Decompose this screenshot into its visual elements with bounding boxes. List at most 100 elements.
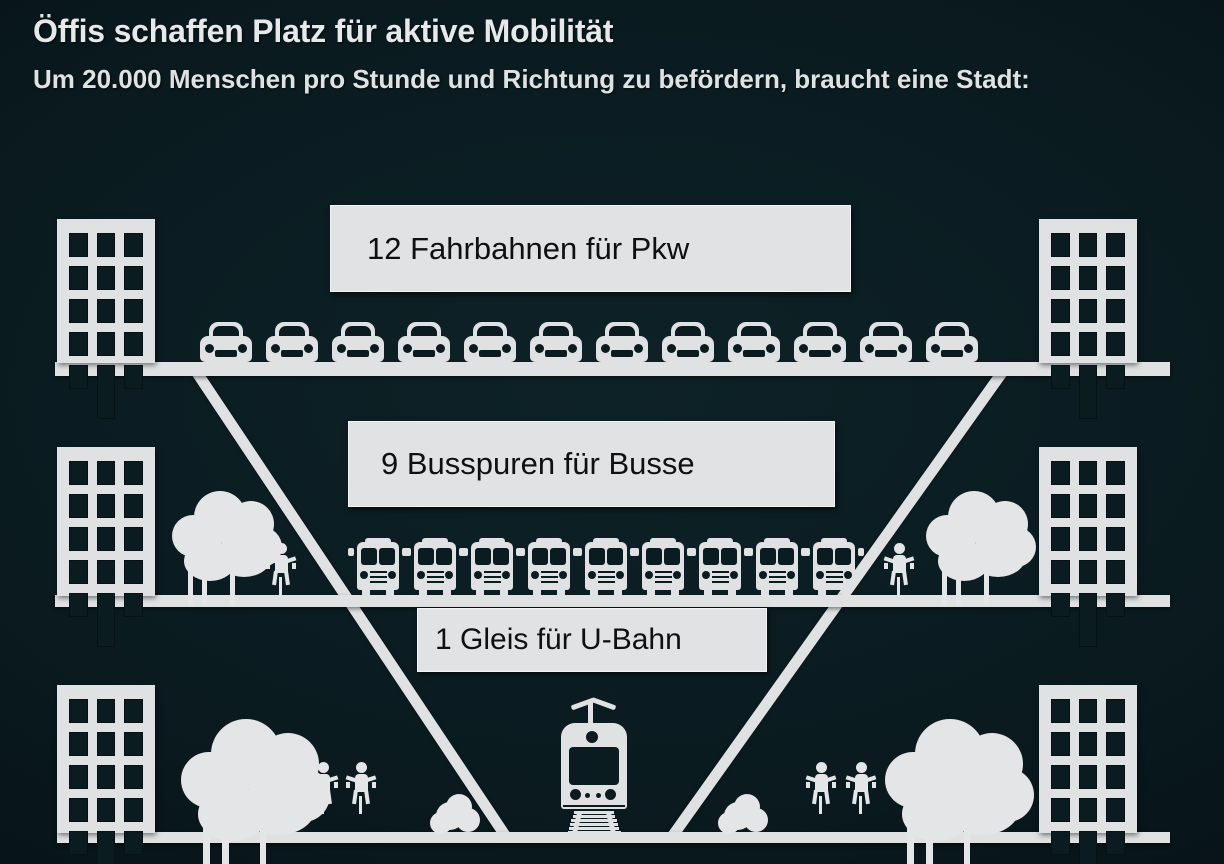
bus-grille-bar — [370, 571, 387, 573]
bus-grille-bar — [484, 571, 501, 573]
building-window — [96, 527, 116, 551]
bus-front-icon — [405, 538, 465, 596]
building-window — [69, 732, 88, 756]
car-front-icon — [860, 322, 912, 362]
building-window — [69, 527, 88, 551]
bus-wheel-right — [557, 590, 565, 596]
rail-tie — [571, 819, 617, 822]
bus-windshield-right — [436, 548, 452, 565]
building-window — [1051, 732, 1070, 756]
building-window — [124, 831, 143, 855]
bus-mirror-left — [633, 548, 639, 556]
building-window — [1078, 765, 1098, 789]
handlebar-right — [832, 782, 836, 788]
cyclist-icon — [307, 762, 339, 814]
bus-windshield-left — [475, 548, 491, 565]
tree-canopy-blob — [944, 778, 1021, 836]
building-window — [69, 831, 88, 855]
building-mid-right — [1039, 447, 1137, 647]
bus-grille-bar — [427, 581, 444, 583]
bus-wheel-left — [590, 590, 598, 596]
building-window — [124, 494, 143, 518]
bus-headlight-left — [474, 571, 482, 579]
car-headlight-right — [370, 344, 379, 353]
building-window — [96, 494, 116, 518]
building-window — [1106, 365, 1125, 389]
bus-windshield-right — [835, 548, 851, 565]
bus-wheel-left — [761, 590, 769, 596]
bus-headlight-right — [445, 571, 453, 579]
bus-grille-bar — [541, 581, 558, 583]
handlebar-right — [910, 563, 914, 569]
tram-indicator-left — [585, 793, 590, 798]
building-window — [1078, 560, 1098, 584]
car-headlight-left — [403, 344, 412, 353]
bus-grille-bar — [427, 576, 444, 578]
bus-grille-bar — [370, 581, 387, 583]
car-headlight-left — [601, 344, 610, 353]
building-window — [124, 765, 143, 789]
pantograph-right-arm — [591, 697, 617, 711]
building-window — [1106, 699, 1125, 723]
bus-wheel-left — [362, 590, 370, 596]
building-window — [124, 461, 143, 485]
bus-windshield-left — [418, 548, 434, 565]
building-window — [1051, 560, 1070, 584]
building-window — [1078, 461, 1098, 485]
bus-headlight-right — [673, 571, 681, 579]
building-window — [124, 798, 143, 822]
bus-headlight-left — [702, 571, 710, 579]
tree-trunk — [963, 795, 971, 864]
car-front-icon — [794, 322, 846, 362]
rail-tie — [568, 827, 620, 830]
bush-blob — [718, 812, 740, 834]
page-title: Öffis schaffen Platz für aktive Mobilitä… — [33, 13, 614, 49]
bus-mirror-left — [348, 548, 354, 556]
bicycle-wheel — [279, 577, 282, 595]
building-window — [124, 527, 143, 551]
tree-trunk — [203, 808, 210, 864]
bush-blob — [430, 812, 452, 834]
building-window — [124, 299, 143, 323]
building-window — [1106, 593, 1125, 617]
building-window — [69, 332, 88, 356]
building-window — [1106, 299, 1125, 323]
tree-trunk — [259, 795, 267, 864]
building-window — [1051, 494, 1070, 518]
bus-headlight-right — [559, 571, 567, 579]
car-grille — [809, 350, 831, 357]
tram-windshield — [569, 747, 619, 785]
car-headlight-right — [238, 344, 247, 353]
building-window — [1078, 332, 1098, 356]
building-window — [124, 233, 143, 257]
bush-icon — [430, 792, 482, 834]
bus-front-icon — [690, 538, 750, 596]
car-front-icon — [266, 322, 318, 362]
cyclist-icon — [845, 762, 877, 814]
bus-wheel-left — [419, 590, 427, 596]
car-headlight-right — [568, 344, 577, 353]
building-window — [96, 560, 116, 584]
building-window — [1106, 560, 1125, 584]
bus-windshield-left — [532, 548, 548, 565]
cyclist-leg-left — [314, 789, 320, 805]
car-headlight-left — [667, 344, 676, 353]
ground-line-top — [55, 362, 1170, 376]
tree-trunk — [230, 547, 235, 605]
building-bottom-left — [57, 685, 155, 864]
bus-windshield-right — [778, 548, 794, 565]
bus-grille-bar — [598, 576, 615, 578]
bus-headlight-right — [730, 571, 738, 579]
bus-headlight-right — [844, 571, 852, 579]
car-headlight-right — [304, 344, 313, 353]
car-headlight-left — [469, 344, 478, 353]
handlebar-right — [334, 782, 338, 788]
tram-roof-lamp — [586, 731, 598, 743]
headings-block: Öffis schaffen Platz für aktive Mobilitä… — [33, 13, 1173, 96]
rail-tie — [570, 823, 618, 826]
tree-canopy-blob — [970, 535, 1026, 577]
tram-track — [565, 811, 623, 839]
car-grille — [281, 350, 303, 357]
car-headlight-right — [502, 344, 511, 353]
handlebar-right — [872, 782, 876, 788]
